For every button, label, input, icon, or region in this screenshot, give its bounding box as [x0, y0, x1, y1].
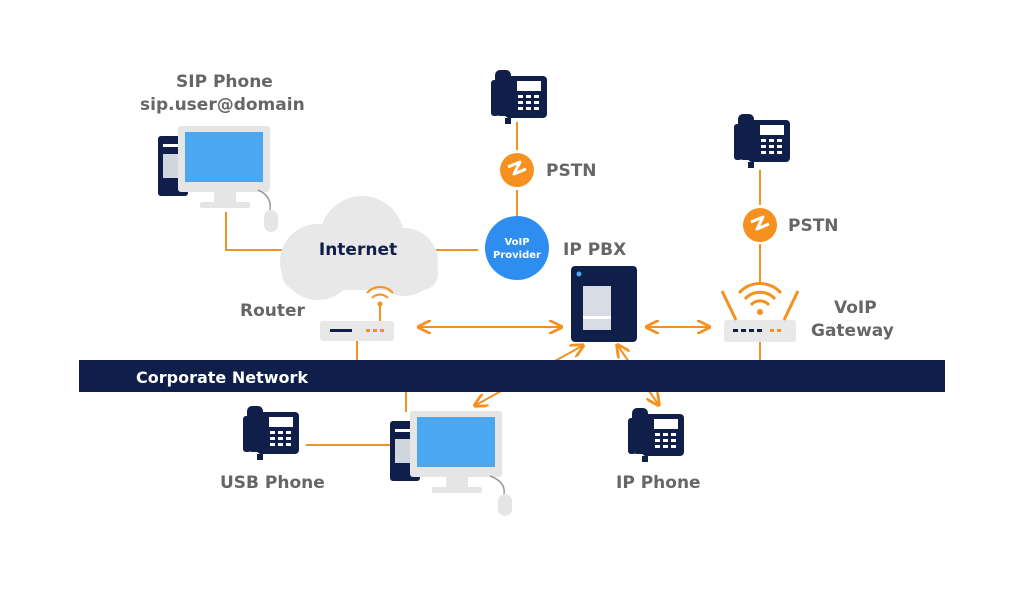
voip-provider-line2: Provider — [493, 250, 541, 261]
usb-phone-label: USB Phone — [220, 473, 325, 493]
wifi-icon — [737, 282, 783, 315]
pstn-icon — [498, 151, 536, 189]
pstn-right-label: PSTN — [788, 216, 839, 236]
desktop-computer-icon — [390, 411, 502, 493]
desk-phone-icon — [491, 70, 547, 124]
corporate-network-label: Corporate Network — [136, 368, 308, 387]
desktop-computer-icon — [158, 126, 270, 208]
voip-provider-line1: VoIP — [504, 237, 529, 248]
desk-phone-icon — [243, 406, 299, 460]
router-label: Router — [240, 301, 305, 321]
server-icon — [571, 266, 637, 342]
sip-phone-label: SIP Phone — [176, 72, 273, 92]
router-icon — [320, 286, 394, 341]
cloud-icon — [280, 196, 438, 300]
ip-phone-label: IP Phone — [616, 473, 701, 493]
ip-pbx-label: IP PBX — [563, 240, 627, 260]
pstn-icon — [741, 206, 779, 244]
mouse-icon — [257, 189, 278, 232]
desk-phone-icon — [628, 408, 684, 462]
router-icon — [720, 290, 800, 342]
mouse-icon — [489, 475, 512, 516]
voip-gateway-line1: VoIP — [834, 298, 877, 318]
voip-gateway-line2: Gateway — [811, 321, 894, 341]
pstn-top-label: PSTN — [546, 161, 597, 181]
corporate-network-bar — [79, 360, 945, 392]
sip-address-label: sip.user@domain — [140, 95, 305, 115]
voip-provider-icon — [485, 216, 549, 280]
internet-label: Internet — [319, 240, 397, 260]
desk-phone-icon — [734, 114, 790, 168]
